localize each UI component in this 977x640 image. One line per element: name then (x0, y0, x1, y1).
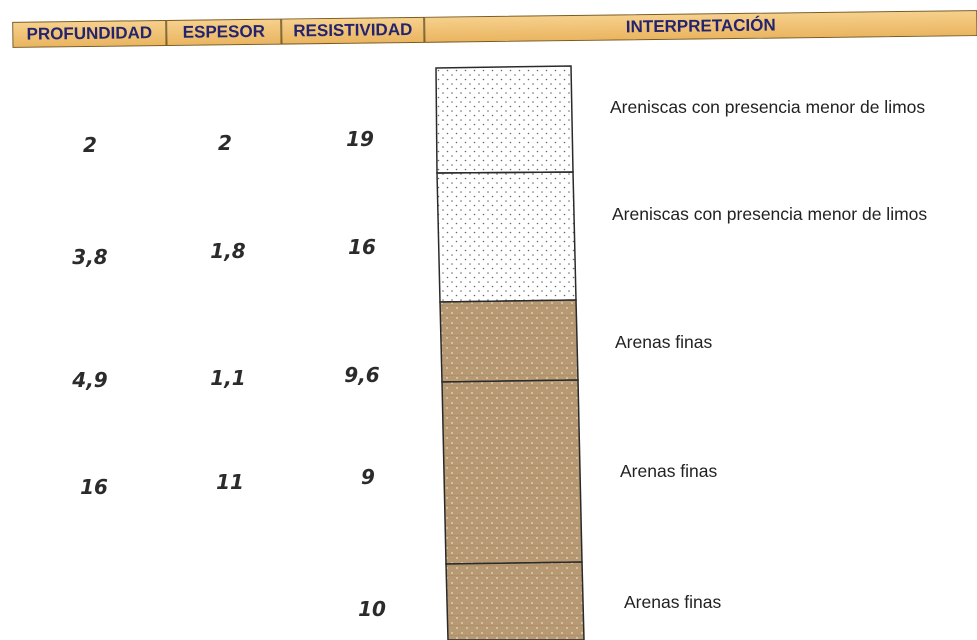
profundidad-value: 16 (80, 475, 108, 499)
resistividad-value: 16 (348, 235, 376, 259)
layer-sandstone-1 (435, 65, 574, 174)
interpretation-text: Areniscas con presencia menor de limos (612, 204, 928, 224)
espesor-value: 2 (218, 131, 232, 155)
profundidad-value: 3,8 (72, 245, 108, 269)
resistividad-value: 9 (361, 465, 375, 489)
layer-sandstone-2 (436, 171, 577, 303)
espesor-value: 1,1 (210, 366, 246, 390)
resistividad-value: 10 (358, 597, 386, 621)
interpretation-text: Arenas finas (620, 461, 718, 481)
interpretation-text: Arenas finas (615, 332, 713, 352)
espesor-value: 1,8 (210, 239, 246, 263)
layer-fine-sand-2 (441, 379, 583, 565)
layer-fine-sand-1 (439, 299, 579, 383)
espesor-value: 11 (216, 470, 244, 494)
interpretation-text: Areniscas con presencia menor de limos (610, 97, 926, 117)
resistividad-value: 9,6 (344, 363, 380, 387)
profundidad-value: 2 (83, 133, 97, 157)
profundidad-value: 4,9 (72, 368, 108, 392)
resistividad-value: 19 (346, 127, 374, 151)
interpretation-text: Arenas finas (624, 592, 722, 612)
layer-fine-sand-3 (445, 561, 585, 640)
